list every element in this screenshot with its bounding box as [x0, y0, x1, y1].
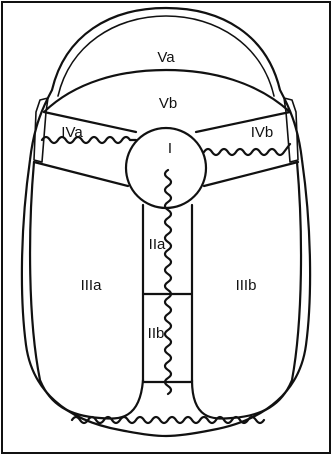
label-va: Va: [157, 49, 175, 66]
label-iiia: IIIa: [81, 277, 103, 294]
ivb-band: [196, 112, 298, 186]
suture-midline: [165, 170, 171, 394]
suture-left: [42, 137, 136, 143]
suture-right: [204, 144, 290, 155]
label-vb: Vb: [159, 95, 177, 112]
central-column: [143, 205, 192, 382]
iva-band: [34, 112, 136, 186]
label-iib: IIb: [148, 325, 165, 342]
label-iiib: IIIb: [236, 277, 257, 294]
label-i: I: [168, 140, 172, 157]
region-i-circle: [126, 128, 206, 208]
label-iva: IVa: [61, 124, 83, 141]
label-ivb: IVb: [251, 124, 274, 141]
label-iia: IIa: [149, 236, 166, 253]
